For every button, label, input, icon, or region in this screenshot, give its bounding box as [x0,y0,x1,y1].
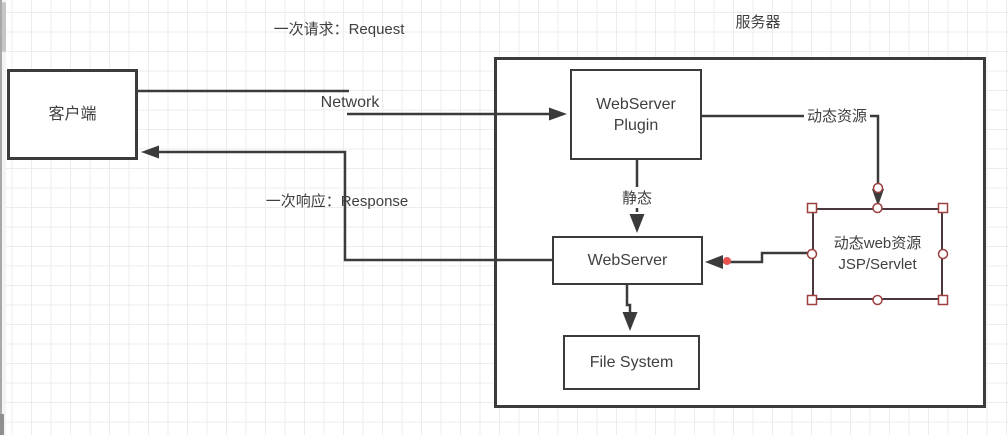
selection-handle-bottom-middle[interactable] [872,294,883,306]
jsp-webserver-endpoint-dot[interactable] [723,257,731,265]
vertical-scrollbar-bottom-block[interactable] [0,414,4,435]
selection-handle-top-middle[interactable] [872,202,883,214]
dynamic-resource-arrowhead-icon[interactable] [872,189,884,206]
selection-handle-top-left[interactable] [806,202,818,214]
response-label[interactable]: 一次响应：Response [265,193,409,210]
dynamic-web-resource-label-line2: JSP/Servlet [838,256,917,273]
response-arrowhead-icon[interactable] [141,145,159,159]
webserver-plugin-node[interactable]: WebServer Plugin [570,69,702,160]
jsp-webserver-edge[interactable] [711,251,812,264]
file-system-node[interactable]: File System [563,335,700,390]
selection-handle-middle-right[interactable] [937,248,949,260]
dynamic-resource-edge-label[interactable]: 动态资源 [803,105,871,126]
selection-handle-middle-left[interactable] [806,248,818,260]
canvas-left-border [0,0,2,435]
webserver-plugin-label-line2: Plugin [613,116,659,134]
request-arrowhead-icon[interactable] [549,107,567,121]
selection-handle-bottom-left[interactable] [806,294,818,306]
client-node[interactable]: 客户端 [7,69,138,160]
server-title-label[interactable]: 服务器 [735,14,781,31]
static-edge-label[interactable]: 静态 [618,187,656,208]
response-edge[interactable] [159,150,553,262]
dynamic-resource-endpoint-handle[interactable] [872,182,884,194]
dynamic-web-resource-label-line1: 动态web资源 [833,235,922,252]
vertical-scrollbar-thumb[interactable] [2,2,6,52]
jsp-webserver-arrowhead-icon[interactable] [705,255,723,269]
request-label[interactable]: 一次请求：Request [273,21,405,38]
file-system-node-label: File System [589,354,674,371]
webserver-filesystem-edge[interactable] [625,285,632,313]
static-arrowhead-icon[interactable] [629,214,645,233]
selection-handle-top-right[interactable] [937,202,949,214]
webserver-node-label: WebServer [587,252,668,269]
network-label[interactable]: Network [320,94,380,111]
webserver-plugin-label-line1: WebServer [596,95,676,113]
vertical-scrollbar-track[interactable] [2,0,6,435]
dynamic-resource-edge[interactable] [702,114,880,186]
client-node-label: 客户端 [48,106,97,123]
filesystem-arrowhead-icon[interactable] [622,312,638,331]
selection-handle-bottom-right[interactable] [937,294,949,306]
